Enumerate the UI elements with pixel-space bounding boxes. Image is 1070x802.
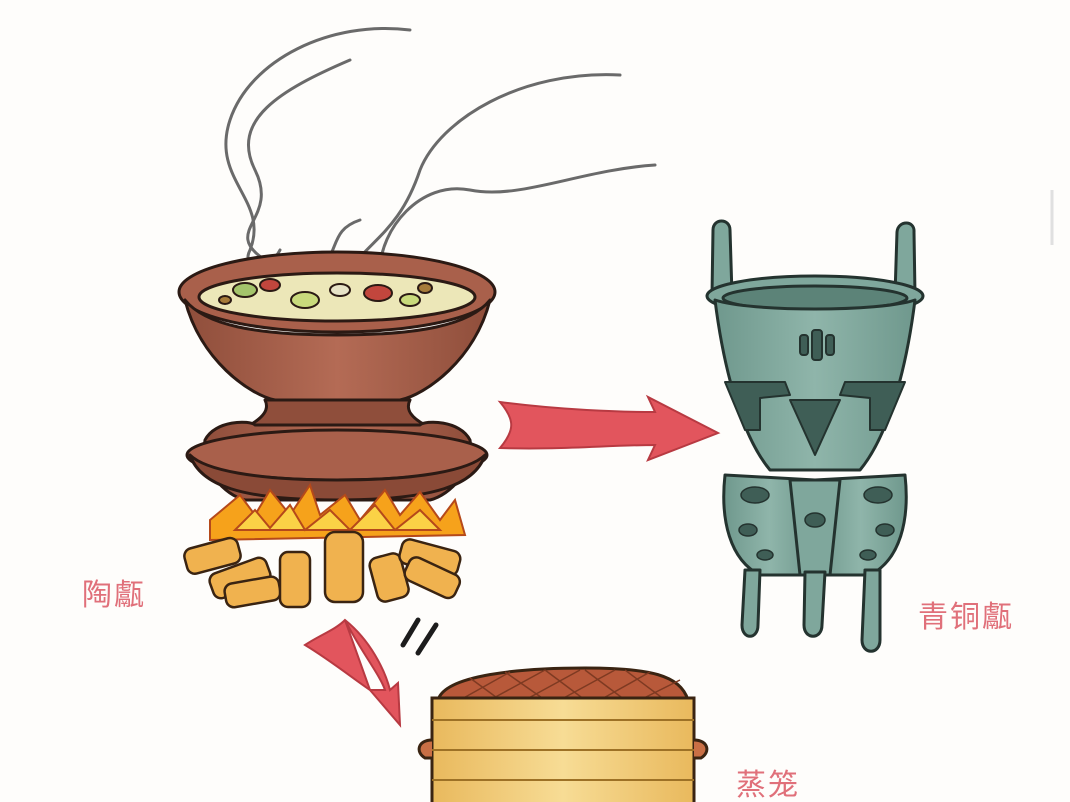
label-steamer: 蒸笼 bbox=[736, 768, 800, 802]
firewood bbox=[183, 530, 462, 609]
label-taoyan: 陶甗 bbox=[82, 578, 146, 613]
arrow-to-bronze-icon bbox=[497, 394, 721, 462]
bronze-yan bbox=[705, 219, 925, 653]
fire-icon bbox=[209, 482, 467, 542]
equals-icon bbox=[400, 617, 439, 656]
pottery-yan bbox=[177, 250, 497, 502]
arrow-to-steamer-icon bbox=[303, 618, 402, 728]
steamer bbox=[417, 666, 709, 802]
label-bronze-yan: 青铜甗 bbox=[918, 600, 1014, 635]
